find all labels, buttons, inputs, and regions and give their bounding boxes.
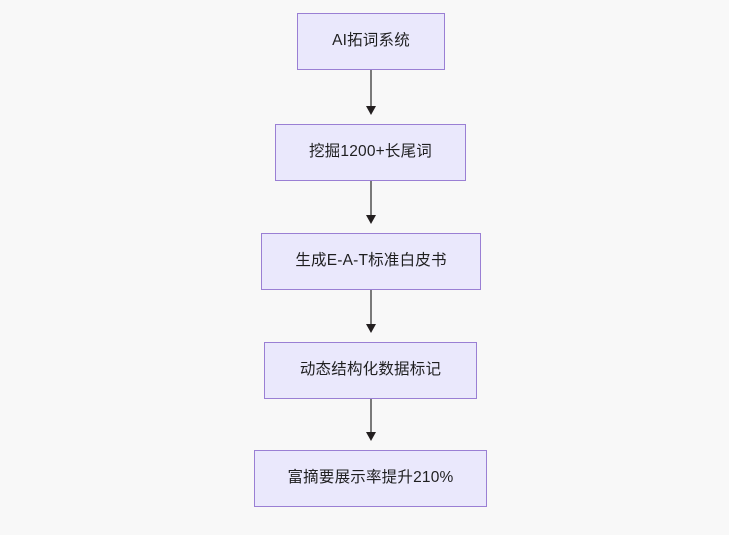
flow-node-label: 挖掘1200+长尾词 bbox=[308, 143, 433, 161]
connector-line bbox=[370, 290, 372, 325]
flow-node-longtail-keywords[interactable]: 挖掘1200+长尾词 bbox=[275, 124, 466, 181]
arrow-head-icon bbox=[366, 215, 376, 224]
flow-node-label: 生成E-A-T标准白皮书 bbox=[295, 252, 447, 270]
flow-node-label: AI拓词系统 bbox=[332, 32, 410, 50]
connector-line bbox=[370, 399, 372, 433]
flow-node-label: 动态结构化数据标记 bbox=[299, 361, 442, 379]
flow-node-label: 富摘要展示率提升210% bbox=[287, 469, 454, 487]
flow-node-ai-keyword-system[interactable]: AI拓词系统 bbox=[297, 13, 445, 70]
connector-line bbox=[370, 181, 372, 216]
flow-node-structured-data-markup[interactable]: 动态结构化数据标记 bbox=[264, 342, 477, 399]
flow-node-rich-snippet-result[interactable]: 富摘要展示率提升210% bbox=[254, 450, 487, 507]
flow-node-eat-whitepaper[interactable]: 生成E-A-T标准白皮书 bbox=[261, 233, 481, 290]
connector-line bbox=[370, 70, 372, 107]
arrow-head-icon bbox=[366, 324, 376, 333]
arrow-head-icon bbox=[366, 432, 376, 441]
arrow-head-icon bbox=[366, 106, 376, 115]
